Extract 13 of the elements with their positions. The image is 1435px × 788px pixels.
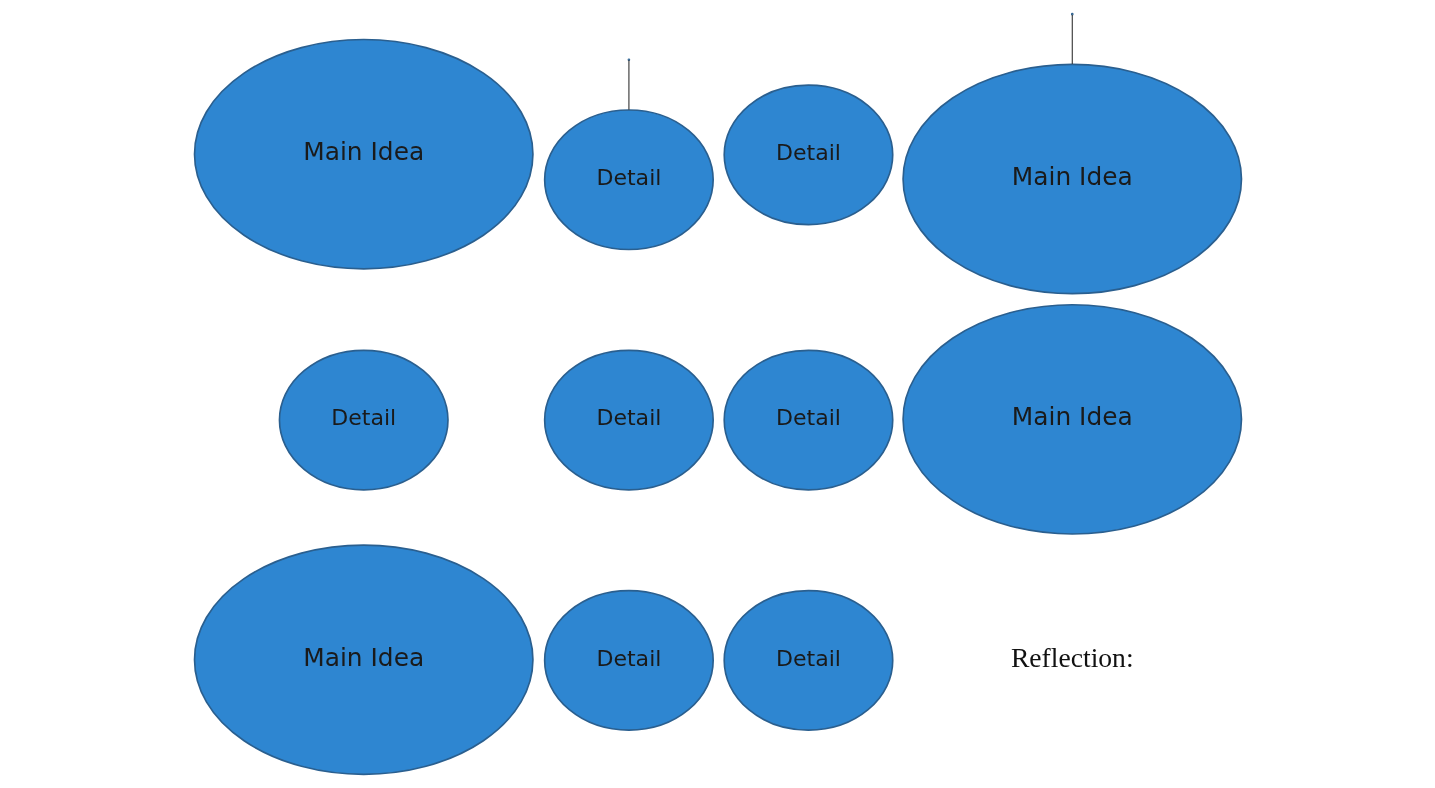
node-ellipse: Detail [722,349,894,491]
node-ellipse: Detail [543,349,714,491]
node-ellipse: Detail [722,589,894,731]
node-ellipse: Main Idea [193,38,534,270]
node-ellipse: Main Idea [901,303,1242,535]
node-ellipse: Detail [543,589,714,731]
node-ellipse: Detail [278,349,449,491]
node-ellipse: Main Idea [901,63,1242,295]
label: Reflection: [1010,641,1134,673]
node-ellipse: Detail [543,109,714,251]
connector [1071,14,1073,65]
node-ellipse: Main Idea [193,544,534,776]
node-ellipse: Detail [722,84,894,226]
